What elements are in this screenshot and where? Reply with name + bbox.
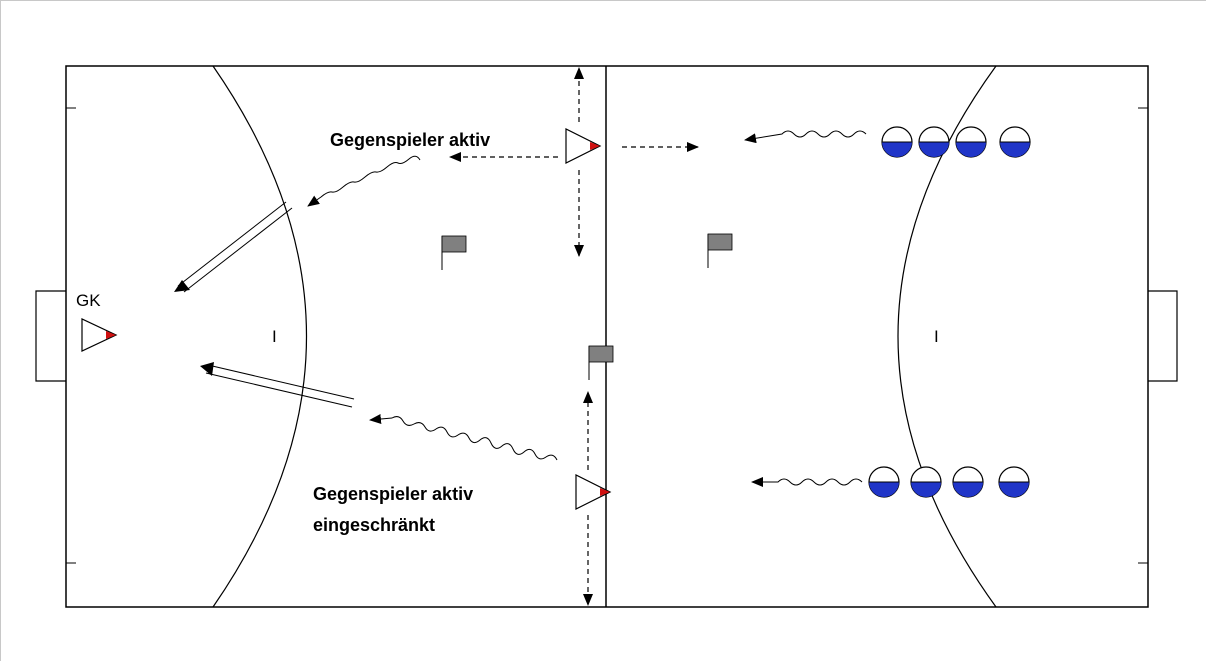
flag-cone xyxy=(588,345,614,380)
right-goal xyxy=(1148,290,1178,382)
pass-arrow xyxy=(205,372,353,408)
player-marker xyxy=(998,466,1030,498)
pass-arrow xyxy=(177,201,287,287)
player-marker xyxy=(999,126,1031,158)
opponent-limited-label-line2: eingeschränkt xyxy=(313,515,435,535)
goalkeeper-marker xyxy=(81,318,118,352)
defender-top-marker xyxy=(565,128,602,164)
flag-cone xyxy=(707,233,733,268)
pass-arrow xyxy=(183,207,293,293)
opponent-limited-label-line1: Gegenspieler aktiv xyxy=(313,484,473,504)
defender-bottom-marker xyxy=(575,474,612,510)
player-marker xyxy=(918,126,950,158)
right-seven-meter-mark: I xyxy=(934,327,939,346)
player-marker xyxy=(868,466,900,498)
player-marker xyxy=(952,466,984,498)
player-marker xyxy=(881,126,913,158)
player-queue-top xyxy=(881,126,1031,158)
left-seven-meter-mark: I xyxy=(272,327,277,346)
pass-arrow xyxy=(207,364,355,400)
player-marker xyxy=(955,126,987,158)
dribble-arrow xyxy=(307,155,421,207)
pass-arrowhead xyxy=(174,280,190,292)
goalkeeper-label: GK xyxy=(76,291,101,310)
player-queue-bottom xyxy=(868,466,1030,498)
flag-cone xyxy=(441,235,467,270)
dribble-arrow xyxy=(369,414,558,461)
dribble-arrow xyxy=(744,130,867,144)
player-marker xyxy=(910,466,942,498)
pass-arrowhead xyxy=(200,362,214,376)
court-outline xyxy=(65,65,1149,608)
opponent-active-label: Gegenspieler aktiv xyxy=(330,130,490,150)
left-goal-area-arc xyxy=(212,65,307,608)
dribble-arrow xyxy=(751,477,863,487)
left-goal xyxy=(35,290,66,382)
